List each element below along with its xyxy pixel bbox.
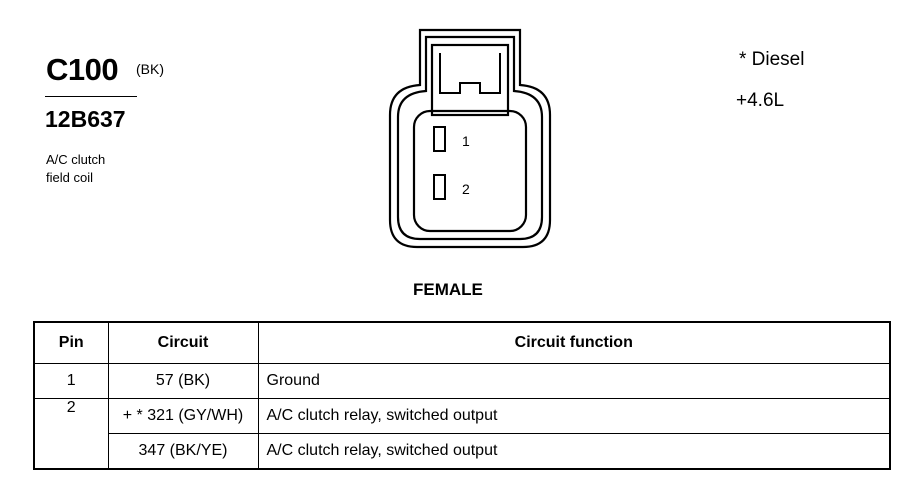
table-row: 2 + * 321 (GY/WH) A/C clutch relay, swit… bbox=[33, 398, 891, 470]
cell-function: Ground bbox=[257, 363, 891, 399]
table-header-row: Pin Circuit Circuit function bbox=[33, 321, 891, 364]
connector-view-label: FEMALE bbox=[413, 280, 483, 299]
table-row: 347 (BK/YE) A/C clutch relay, switched o… bbox=[34, 433, 891, 470]
part-number: 12B637 bbox=[45, 106, 126, 132]
connector-color-code: (BK) bbox=[136, 61, 164, 77]
connector-housing-inner bbox=[396, 35, 544, 241]
header-circuit-function: Circuit function bbox=[257, 321, 891, 364]
pinout-table: Pin Circuit Circuit function 1 57 (BK) G… bbox=[33, 321, 891, 470]
connector-terminal-face bbox=[412, 109, 528, 233]
connector-id: C100 bbox=[46, 52, 119, 87]
table-row: 1 57 (BK) Ground bbox=[33, 363, 891, 399]
legend-engine: +4.6L bbox=[736, 90, 785, 111]
cell-pin: 2 bbox=[33, 398, 109, 470]
connector-description-line2: field coil bbox=[46, 170, 93, 185]
cell-function: A/C clutch relay, switched output bbox=[257, 433, 891, 470]
header-circuit: Circuit bbox=[107, 321, 259, 364]
pin-1-cavity bbox=[433, 126, 446, 152]
cell-circuit: 57 (BK) bbox=[107, 363, 259, 399]
cell-circuit: 347 (BK/YE) bbox=[107, 433, 259, 470]
header-pin: Pin bbox=[33, 321, 109, 364]
pin-2-cavity bbox=[433, 174, 446, 200]
title-divider bbox=[45, 96, 137, 97]
legend-diesel: * Diesel bbox=[739, 49, 805, 70]
connector-face-diagram: 1 2 bbox=[388, 28, 552, 249]
cell-circuit: + * 321 (GY/WH) bbox=[107, 398, 259, 434]
cell-pin: 1 bbox=[33, 363, 109, 399]
pin-1-label: 1 bbox=[462, 133, 470, 149]
connector-latch-tab bbox=[439, 53, 501, 94]
connector-description-line1: A/C clutch bbox=[46, 152, 106, 167]
pin-2-label: 2 bbox=[462, 181, 470, 197]
cell-function: A/C clutch relay, switched output bbox=[257, 398, 891, 434]
connector-latch bbox=[430, 43, 510, 117]
connector-housing-outer bbox=[388, 28, 552, 249]
